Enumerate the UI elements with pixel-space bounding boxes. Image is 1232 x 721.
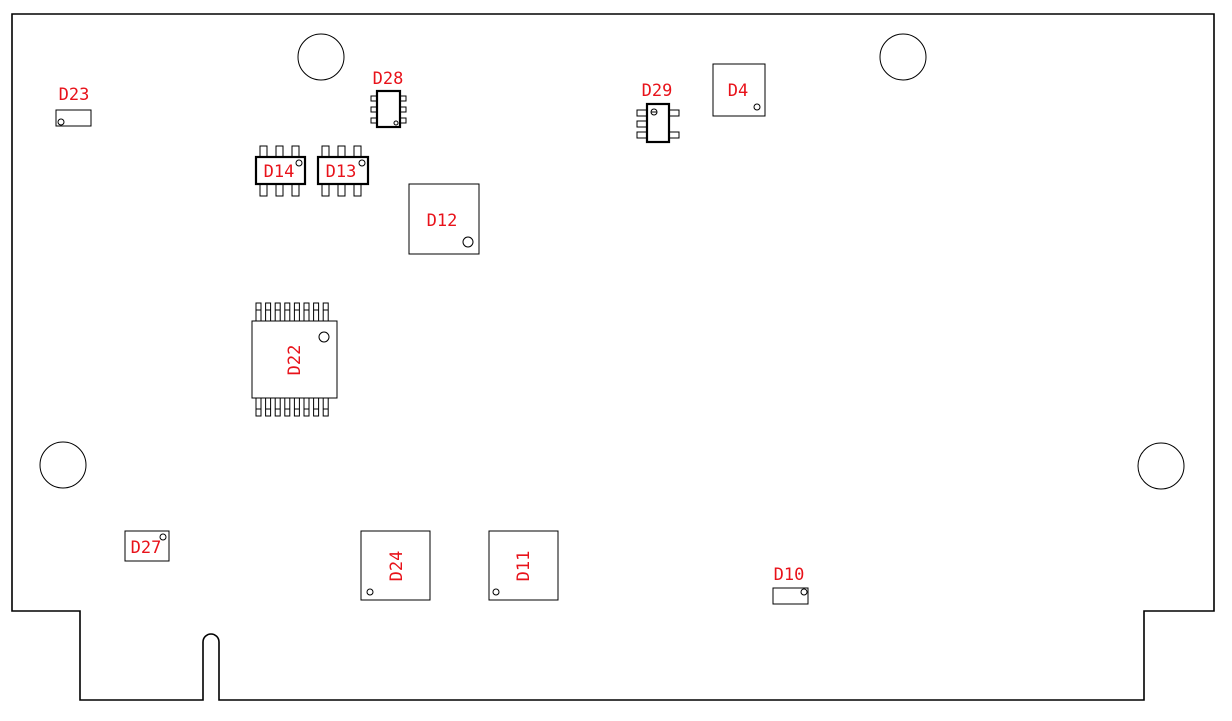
label-d23: D23 bbox=[59, 85, 90, 105]
component-d4: D4 bbox=[712, 63, 766, 117]
label-d11: D11 bbox=[514, 551, 534, 582]
mounting-hole-right bbox=[1137, 442, 1185, 490]
component-d10: D10 bbox=[772, 565, 809, 605]
component-d24: D24 bbox=[360, 530, 431, 601]
label-d14: D14 bbox=[264, 162, 295, 182]
component-d27: D27 bbox=[124, 530, 170, 562]
d22-pin-bottom bbox=[255, 397, 262, 417]
d22-pin-bottom bbox=[274, 397, 281, 417]
mounting-hole-top-right bbox=[879, 33, 927, 81]
d22-pin-top bbox=[284, 302, 291, 322]
mounting-hole-left bbox=[39, 441, 87, 489]
d22-pin-top bbox=[255, 302, 262, 322]
component-d11: D11 bbox=[488, 530, 559, 601]
d22-pin-bottom bbox=[322, 397, 329, 417]
board-outline bbox=[11, 13, 1215, 701]
component-d13: D13 bbox=[316, 145, 370, 197]
d22-pin-bottom bbox=[303, 397, 310, 417]
d22-pin-top bbox=[313, 302, 320, 322]
mounting-hole-top-left bbox=[297, 33, 345, 81]
component-d14: D14 bbox=[254, 145, 307, 197]
label-d22: D22 bbox=[285, 345, 305, 376]
label-d4: D4 bbox=[728, 81, 748, 101]
d22-pin-bottom bbox=[313, 397, 320, 417]
label-d28: D28 bbox=[373, 69, 404, 89]
label-d12: D12 bbox=[427, 211, 458, 231]
component-d29: D29 bbox=[636, 81, 680, 144]
component-d22: D22 bbox=[251, 302, 338, 417]
d22-pin-top bbox=[274, 302, 281, 322]
component-d28: D28 bbox=[370, 69, 407, 129]
label-d10: D10 bbox=[774, 565, 805, 585]
label-d27: D27 bbox=[131, 538, 162, 558]
d22-pin-top bbox=[322, 302, 329, 322]
label-d13: D13 bbox=[326, 162, 357, 182]
d22-pin-top bbox=[303, 302, 310, 322]
d22-pin-bottom bbox=[293, 397, 300, 417]
d22-pin-top bbox=[265, 302, 272, 322]
label-d29: D29 bbox=[642, 81, 673, 101]
d22-pin-top bbox=[293, 302, 300, 322]
d22-pin-bottom bbox=[265, 397, 272, 417]
d22-pin-bottom bbox=[284, 397, 291, 417]
label-d24: D24 bbox=[387, 551, 407, 582]
component-d12: D12 bbox=[408, 183, 480, 255]
component-d23: D23 bbox=[55, 85, 92, 127]
